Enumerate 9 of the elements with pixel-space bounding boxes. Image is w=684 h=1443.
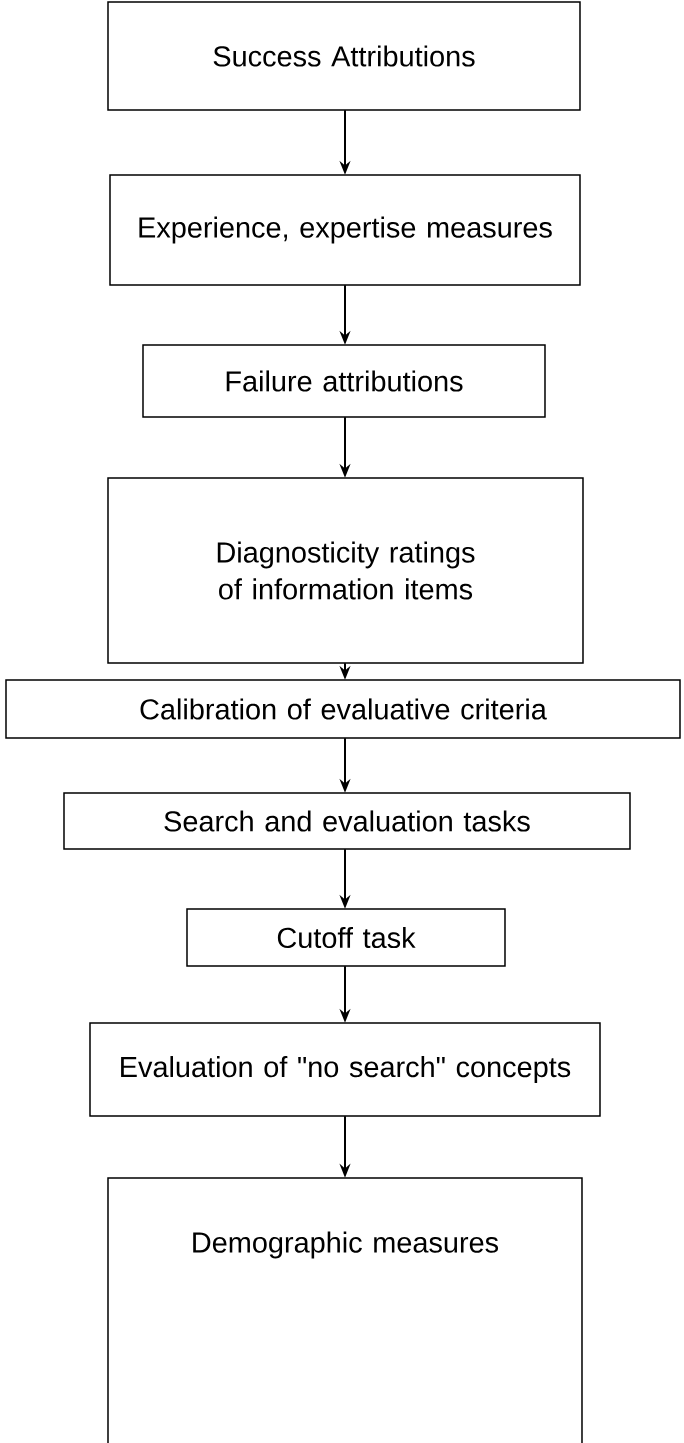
process-box: Failure attributions: [142, 344, 546, 418]
process-box: Success Attributions: [107, 1, 581, 111]
process-box: Search and evaluation tasks: [63, 792, 631, 850]
process-box: Experience, expertise measures: [109, 174, 581, 286]
process-box: Diagnosticity ratings of information items: [107, 477, 584, 664]
process-box: Demographic measures: [107, 1177, 583, 1443]
process-box: Evaluation of "no search" concepts: [89, 1022, 601, 1117]
process-box: Calibration of evaluative criteria: [5, 679, 681, 739]
process-box: Cutoff task: [186, 908, 506, 967]
